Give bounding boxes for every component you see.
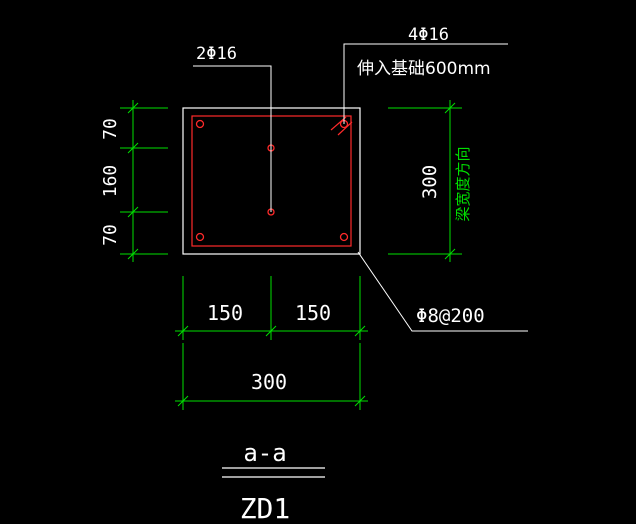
dim-right-height: 300 <box>419 165 441 199</box>
rebar-group <box>195 119 349 242</box>
dim-bottom-left: 150 <box>207 301 243 325</box>
dimension-lines <box>120 100 462 410</box>
label-anchor-note: 伸入基础600mm <box>357 59 491 79</box>
rebar-corner-top-left <box>195 119 205 129</box>
dim-bottom-total: 300 <box>251 370 287 394</box>
label-corner-rebar: 4Φ16 <box>408 25 449 45</box>
dim-left-bottom: 70 <box>100 224 121 246</box>
label-stirrup: Φ8@200 <box>416 305 485 327</box>
dim-bottom-right: 150 <box>295 301 331 325</box>
leader-stirrup <box>357 251 528 332</box>
dim-left-top: 70 <box>100 118 121 140</box>
label-beam-width-direction: 梁宽度方向 <box>454 146 472 221</box>
section-name: ZD1 <box>240 492 291 524</box>
section-mark: a-a <box>243 439 286 467</box>
rebar-corner-bottom-left <box>195 232 205 242</box>
label-top-rebar: 2Φ16 <box>196 44 237 64</box>
rebar-corner-bottom-right <box>339 232 349 242</box>
stirrup-hook-2 <box>337 121 353 136</box>
leader-top-rebar <box>193 65 272 212</box>
leader-lines <box>193 43 528 332</box>
dim-left-mid: 160 <box>100 165 121 198</box>
leader-corner-rebar <box>343 43 508 124</box>
